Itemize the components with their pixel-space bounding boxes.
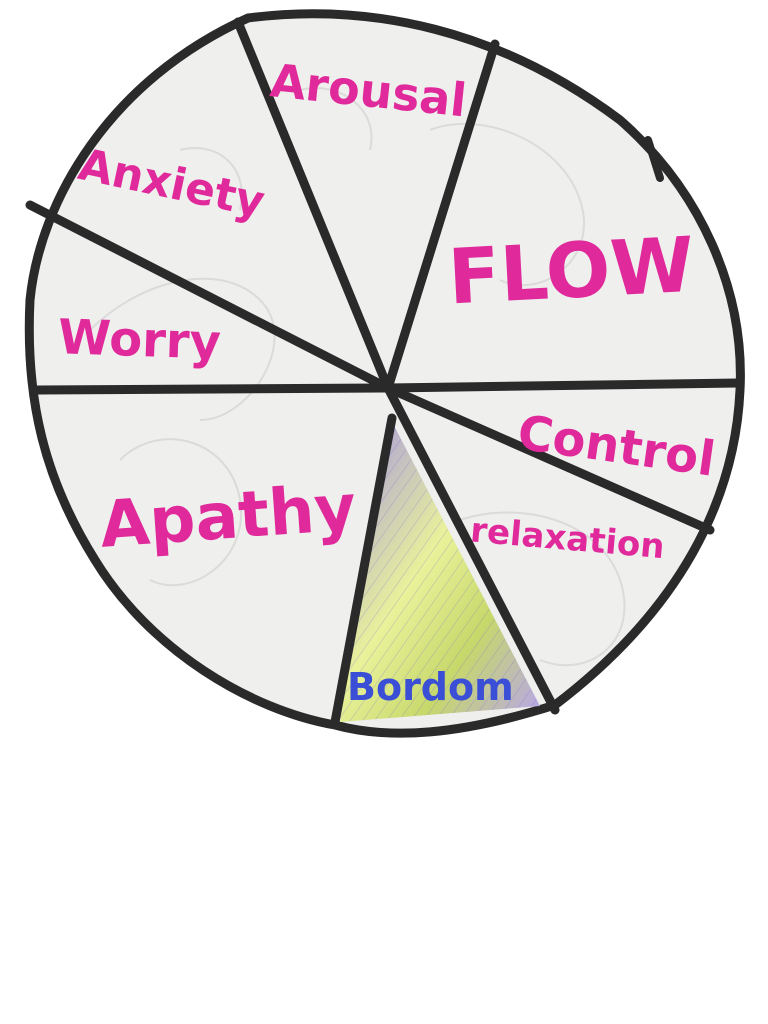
background-doodle [89, 87, 626, 667]
segment-label-worry: Worry [57, 309, 222, 371]
segment-label-apathy: Apathy [98, 471, 359, 563]
outline-tick [644, 136, 664, 182]
segment-label-flow: FLOW [446, 220, 696, 322]
divider-arousal-anxiety [233, 17, 393, 393]
divider-control-relaxation [383, 383, 715, 535]
divider-relaxation-boredom [383, 383, 560, 715]
boredom-segment-scribble [340, 418, 540, 722]
segment-label-boredom: Bordom [347, 665, 514, 709]
divider-worry-anxiety [25, 200, 393, 393]
divider-flow-control [383, 378, 743, 393]
divider-boredom-apathy [330, 413, 397, 727]
divider-arousal-flow [383, 39, 500, 393]
divider-apathy-worry [33, 383, 393, 395]
wheel-dividers [25, 17, 743, 727]
